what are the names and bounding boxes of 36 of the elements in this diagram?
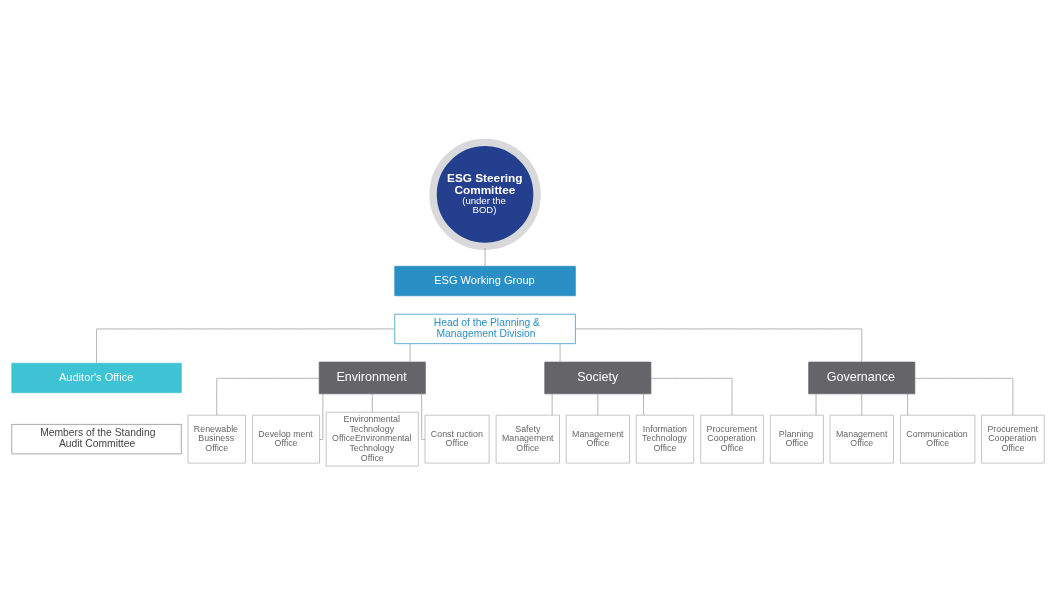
node-box: ESG Working Group: [394, 265, 576, 297]
node-box: Head of the Planning & Management Division: [394, 313, 576, 345]
connector: [643, 393, 644, 416]
connector: [421, 393, 426, 440]
connector: [559, 343, 561, 363]
node-box: Const ruction Office: [424, 414, 490, 464]
connector: [319, 393, 324, 440]
connector: [650, 377, 733, 416]
node-box: Society: [544, 361, 652, 395]
node-box: Safety Management Office: [495, 414, 560, 464]
node-box: Communication Office: [900, 414, 976, 464]
node-box: Environmental Technology OfficeEnvironmental Technology Office: [325, 411, 419, 467]
node-box: Planning Office: [770, 414, 824, 464]
connector: [815, 393, 817, 416]
connector: [371, 393, 373, 413]
node-box: Information Technology Office: [635, 414, 695, 464]
node-box: Governance: [808, 361, 916, 395]
connector: [409, 343, 411, 363]
node-box: Procurement Cooperation Office: [700, 414, 764, 464]
connector: [575, 328, 863, 363]
node-box: Members of the Standing Audit Committee: [11, 424, 182, 455]
node-box: Auditor's Office: [11, 362, 182, 394]
connector: [597, 393, 599, 416]
connector: [861, 393, 863, 416]
node-box: Procurement Cooperation Office: [981, 414, 1045, 464]
node-box: Environment: [318, 361, 426, 395]
connector: [484, 247, 486, 267]
connector: [216, 377, 320, 416]
connector: [907, 393, 908, 416]
connector: [914, 377, 1014, 416]
node-box: Management Office: [565, 414, 630, 464]
node-box: Management Office: [829, 414, 894, 464]
node-box: Renewable Business Office: [187, 414, 246, 464]
connector: [551, 393, 553, 416]
connector: [96, 328, 396, 364]
node-box: Develop ment Office: [252, 414, 320, 464]
